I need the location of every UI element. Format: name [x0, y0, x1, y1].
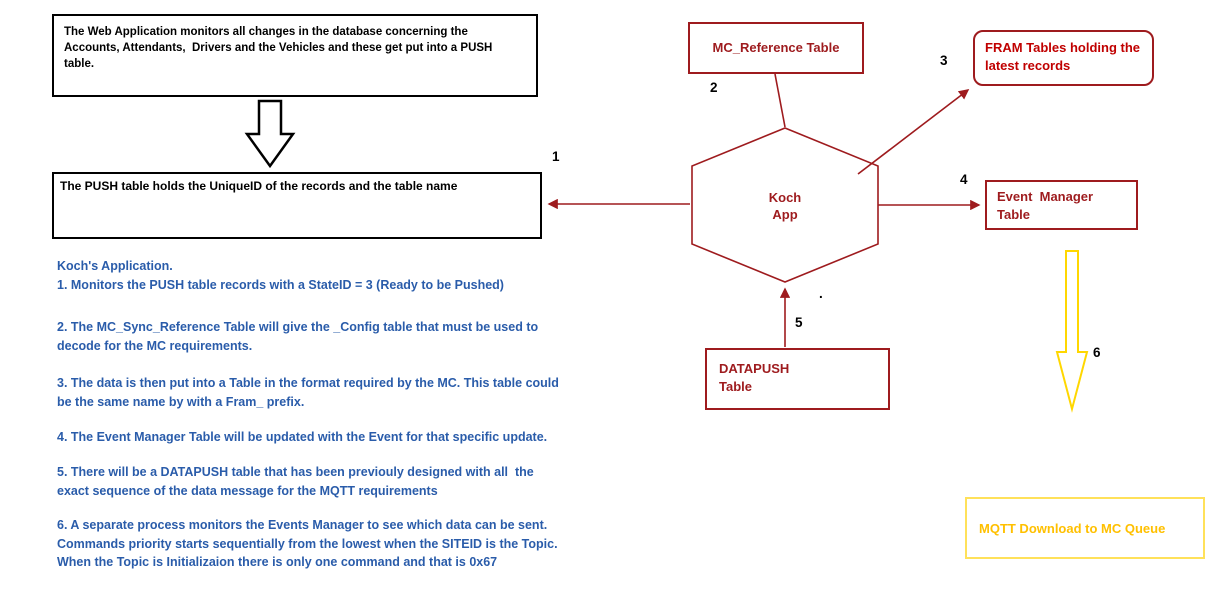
koch-app-label: Koch App — [768, 190, 802, 222]
notes-paragraph-title: Koch's Application. 1. Monitors the PUSH… — [57, 259, 504, 292]
step-label-5: 5 — [795, 315, 803, 330]
yellow-down-arrow-icon — [1055, 250, 1089, 413]
event-manager-table-node: Event Manager Table — [985, 180, 1138, 230]
web-app-note-box: The Web Application monitors all changes… — [52, 14, 538, 97]
push-table-box: The PUSH table holds the UniqueID of the… — [52, 172, 542, 239]
step-label-4: 4 — [960, 172, 968, 187]
fram-tables-node: FRAM Tables holding the latest records — [973, 30, 1154, 86]
notes-paragraph-2: 2. The MC_Sync_Reference Table will give… — [57, 320, 539, 353]
step-label-6: 6 — [1093, 345, 1101, 360]
notes-paragraph-5: 5. There will be a DATAPUSH table that h… — [57, 465, 534, 498]
mc-reference-table-label: MC_Reference Table — [712, 40, 840, 55]
down-arrow-icon — [244, 99, 296, 169]
step-label-2: 2 — [710, 80, 718, 95]
step-label-1: 1 — [552, 149, 560, 164]
connector-mc-reference-line — [774, 73, 786, 128]
mqtt-queue-label: MQTT Download to MC Queue — [979, 520, 1166, 536]
notes-paragraph-4: 4. The Event Manager Table will be updat… — [57, 430, 548, 444]
step-label-3: 3 — [940, 53, 948, 68]
notes-paragraph-3: 3. The data is then put into a Table in … — [57, 376, 559, 409]
mqtt-queue-box: MQTT Download to MC Queue — [965, 497, 1205, 559]
datapush-table-node: DATAPUSH Table — [705, 348, 890, 410]
web-app-note-text: The Web Application monitors all changes… — [64, 26, 493, 70]
notes-paragraph-6: 6. A separate process monitors the Event… — [57, 518, 558, 569]
arrow-to-fram-tables — [857, 89, 970, 175]
stray-dot: . — [819, 286, 823, 301]
push-table-text: The PUSH table holds the UniqueID of the… — [60, 179, 458, 193]
mc-reference-table-node: MC_Reference Table — [688, 22, 864, 74]
